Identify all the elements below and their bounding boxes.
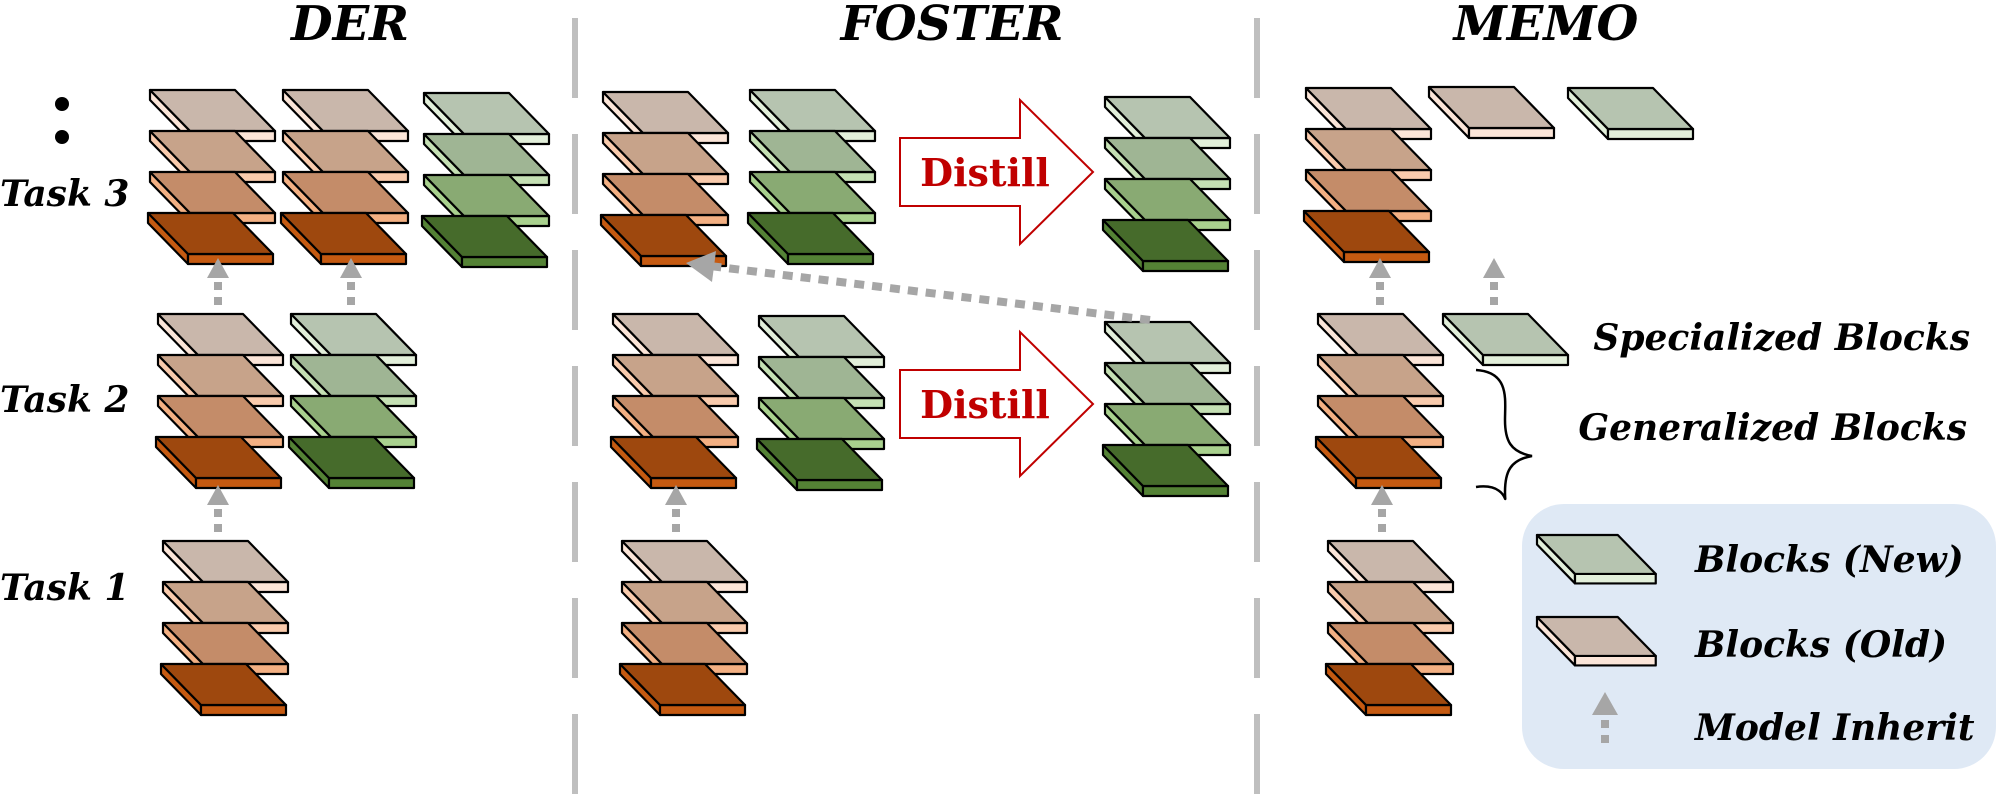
new-block-layer-2 [1103, 136, 1232, 191]
distill-label: Distill [920, 150, 1050, 195]
generalized-blocks-label: Generalized Blocks [1578, 407, 1967, 449]
old-block-layer-4 [279, 211, 408, 266]
inherit-arrow-icon [207, 258, 229, 305]
inherit-arrow-icon [207, 485, 229, 532]
new-block-layer-4 [1101, 218, 1230, 273]
der-task3-stack-new [420, 91, 551, 269]
foster-task2-stack-distilled [1101, 320, 1232, 498]
old-block-layer-4 [1324, 662, 1453, 717]
legend: Blocks (New) Blocks (Old) Model Inherit [1522, 504, 1996, 769]
ellipsis-dot [55, 130, 69, 144]
legend-swatches [1535, 533, 1657, 667]
foster-task2-stack-new [755, 314, 886, 492]
inherit-arrow-icon [665, 485, 687, 532]
inherit-arrow-icon [340, 258, 362, 305]
old-block-layer-4 [1314, 435, 1443, 490]
memo-task3-stack-old [1302, 86, 1433, 264]
der-task3-stack-old-1 [146, 88, 277, 266]
der-task1-stack-old [159, 539, 290, 717]
foster-task3-stack-new [746, 88, 877, 266]
new-block-layer-4 [746, 211, 875, 266]
inherit-arrow-icon [1371, 485, 1393, 532]
old-block-layer-4 [609, 435, 738, 490]
old-block-layer-4 [154, 435, 283, 490]
foster-task3-stack-distilled [1101, 95, 1232, 273]
old-block-layer-3 [620, 621, 749, 676]
legend-inherit-arrow-icon [1592, 692, 1618, 743]
new-block-layer-4 [420, 214, 549, 269]
distill-arrow-task2: Distill [899, 329, 1095, 479]
legend-old-block-icon [1535, 615, 1657, 667]
new-block-layer-4 [755, 437, 884, 492]
memo-task3-specialized-old [1427, 85, 1556, 140]
inherit-arrow-icon [1483, 258, 1505, 305]
new-block-layer-4 [287, 435, 416, 490]
specialized-blocks-label: Specialized Blocks [1593, 317, 1970, 359]
foster-task3-stack-old [599, 90, 730, 268]
distill-label: Distill [920, 382, 1050, 427]
old-block-layer-4 [146, 211, 275, 266]
title-der: DER [289, 0, 409, 52]
ellipsis-dot [55, 97, 69, 111]
new-block-layer-1 [748, 88, 877, 143]
foster-inherit-diagonal [686, 251, 1151, 324]
memo-task3-specialized-new [1566, 86, 1695, 141]
distill-arrow-task3: Distill [899, 97, 1095, 247]
task-label-2: Task 2 [0, 379, 129, 421]
generalized-brace [1475, 368, 1533, 501]
old-block-layer-4 [1302, 209, 1431, 264]
task-label-3: Task 3 [0, 173, 129, 215]
inherit-arrow-icon [1369, 258, 1391, 305]
memo-task2-specialized-new [1441, 312, 1570, 367]
old-block-layer-4 [618, 662, 747, 717]
old-block-layer-4 [159, 662, 288, 717]
der-task3-stack-old-2 [279, 88, 410, 266]
legend-old-label: Blocks (Old) [1694, 624, 1947, 666]
der-task2-stack-old [154, 312, 285, 490]
old-block-layer-2 [611, 353, 740, 408]
old-block-layer-2 [620, 580, 749, 635]
old-block-layer-3 [611, 394, 740, 449]
legend-new-label: Blocks (New) [1694, 539, 1964, 581]
title-foster: FOSTER [839, 0, 1064, 52]
blocks-layer [146, 85, 1695, 717]
old-block-layer-3 [156, 394, 285, 449]
title-memo: MEMO [1452, 0, 1639, 52]
memo-task2-stack-old [1314, 312, 1445, 490]
legend-new-block-icon [1535, 533, 1657, 585]
new-block-layer-4 [1101, 443, 1230, 498]
foster-task2-stack-old [609, 312, 740, 490]
task-label-1: Task 1 [0, 567, 129, 609]
legend-inherit-label: Model Inherit [1693, 707, 1975, 749]
foster-task1-stack-old [618, 539, 749, 717]
memo-task1-stack-old [1324, 539, 1455, 717]
inherit-arrows-layer [207, 258, 1505, 532]
der-task2-stack-new [287, 312, 418, 490]
